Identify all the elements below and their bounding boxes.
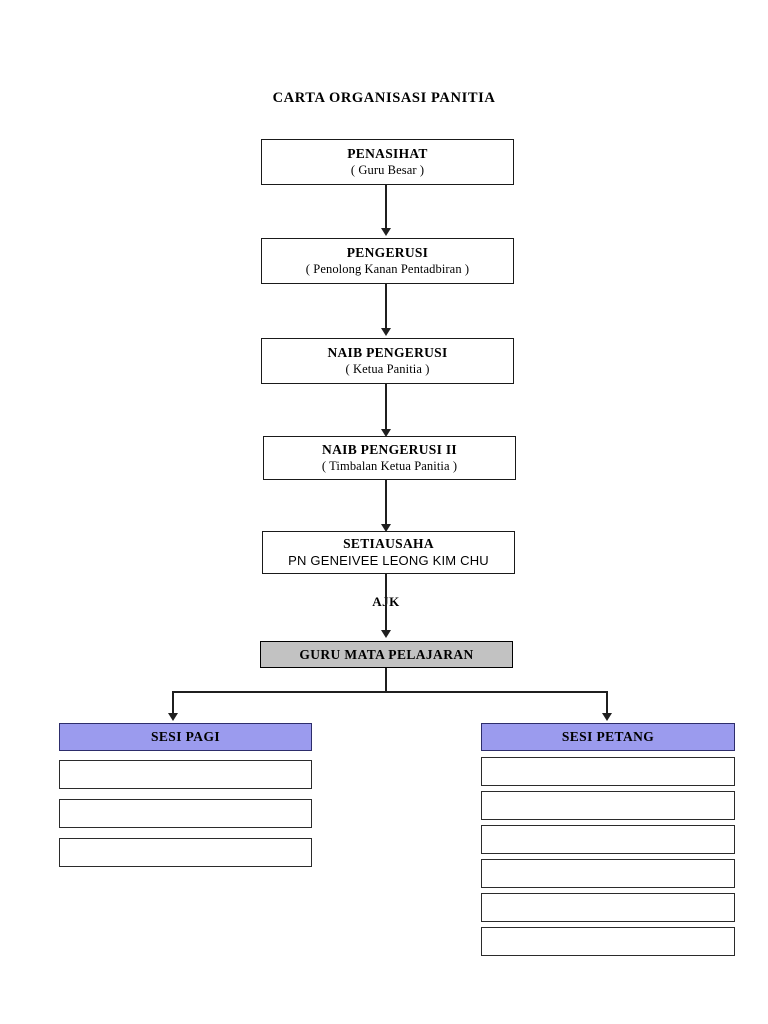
node-pengerusi: PENGERUSI ( Penolong Kanan Pentadbiran )	[261, 238, 514, 284]
connector-branch-left-drop	[172, 691, 174, 715]
connector-naib2-to-setiausaha	[385, 480, 387, 526]
arrowhead-to-guru	[381, 630, 391, 638]
arrowhead-to-setiausaha	[381, 524, 391, 532]
connector-branch-right-drop	[606, 691, 608, 715]
node-naib-pengerusi-ii: NAIB PENGERUSI II ( Timbalan Ketua Panit…	[263, 436, 516, 480]
session-header-sesi-petang: SESI PETANG	[481, 723, 735, 751]
node-setiausaha-title: SETIAUSAHA	[343, 536, 434, 552]
node-guru-mata-pelajaran: GURU MATA PELAJARAN	[260, 641, 513, 668]
connector-guru-branch-stem	[385, 668, 387, 692]
connector-guru-branch-bus	[172, 691, 608, 693]
list-item[interactable]	[481, 791, 735, 820]
page-title: CARTA ORGANISASI PANITIA	[272, 90, 496, 106]
node-setiausaha-subtitle: PN GENEIVEE LEONG KIM CHU	[288, 553, 489, 569]
list-item[interactable]	[481, 893, 735, 922]
node-naib-pengerusi-subtitle: ( Ketua Panitia )	[345, 362, 430, 377]
list-item[interactable]	[59, 799, 312, 828]
list-item[interactable]	[481, 859, 735, 888]
connector-setiausaha-to-guru	[385, 574, 387, 632]
arrowhead-to-sesi-pagi	[168, 713, 178, 721]
list-item[interactable]	[481, 757, 735, 786]
arrowhead-to-pengerusi	[381, 228, 391, 236]
list-item[interactable]	[481, 825, 735, 854]
node-pengerusi-title: PENGERUSI	[346, 245, 429, 261]
node-naib-pengerusi-ii-subtitle: ( Timbalan Ketua Panitia )	[321, 459, 458, 474]
node-pengerusi-subtitle: ( Penolong Kanan Pentadbiran )	[305, 262, 470, 277]
arrowhead-to-sesi-petang	[602, 713, 612, 721]
node-naib-pengerusi-title: NAIB PENGERUSI	[327, 345, 448, 361]
node-naib-pengerusi: NAIB PENGERUSI ( Ketua Panitia )	[261, 338, 514, 384]
list-item[interactable]	[59, 838, 312, 867]
list-item[interactable]	[59, 760, 312, 789]
list-item[interactable]	[481, 927, 735, 956]
node-naib-pengerusi-ii-title: NAIB PENGERUSI II	[322, 442, 457, 458]
session-header-sesi-pagi: SESI PAGI	[59, 723, 312, 751]
node-penasihat-subtitle: ( Guru Besar )	[350, 163, 425, 178]
node-setiausaha: SETIAUSAHA PN GENEIVEE LEONG KIM CHU	[262, 531, 515, 574]
connector-penasihat-to-pengerusi	[385, 185, 387, 230]
arrowhead-to-naib2	[381, 429, 391, 437]
connector-pengerusi-to-naib	[385, 284, 387, 330]
session-header-sesi-pagi-label: SESI PAGI	[151, 729, 220, 745]
node-penasihat: PENASIHAT ( Guru Besar )	[261, 139, 514, 185]
node-penasihat-title: PENASIHAT	[347, 146, 428, 162]
arrowhead-to-naib	[381, 328, 391, 336]
node-guru-mata-pelajaran-title: GURU MATA PELAJARAN	[299, 646, 474, 662]
connector-naib-to-naib2	[385, 384, 387, 434]
session-header-sesi-petang-label: SESI PETANG	[561, 729, 655, 745]
